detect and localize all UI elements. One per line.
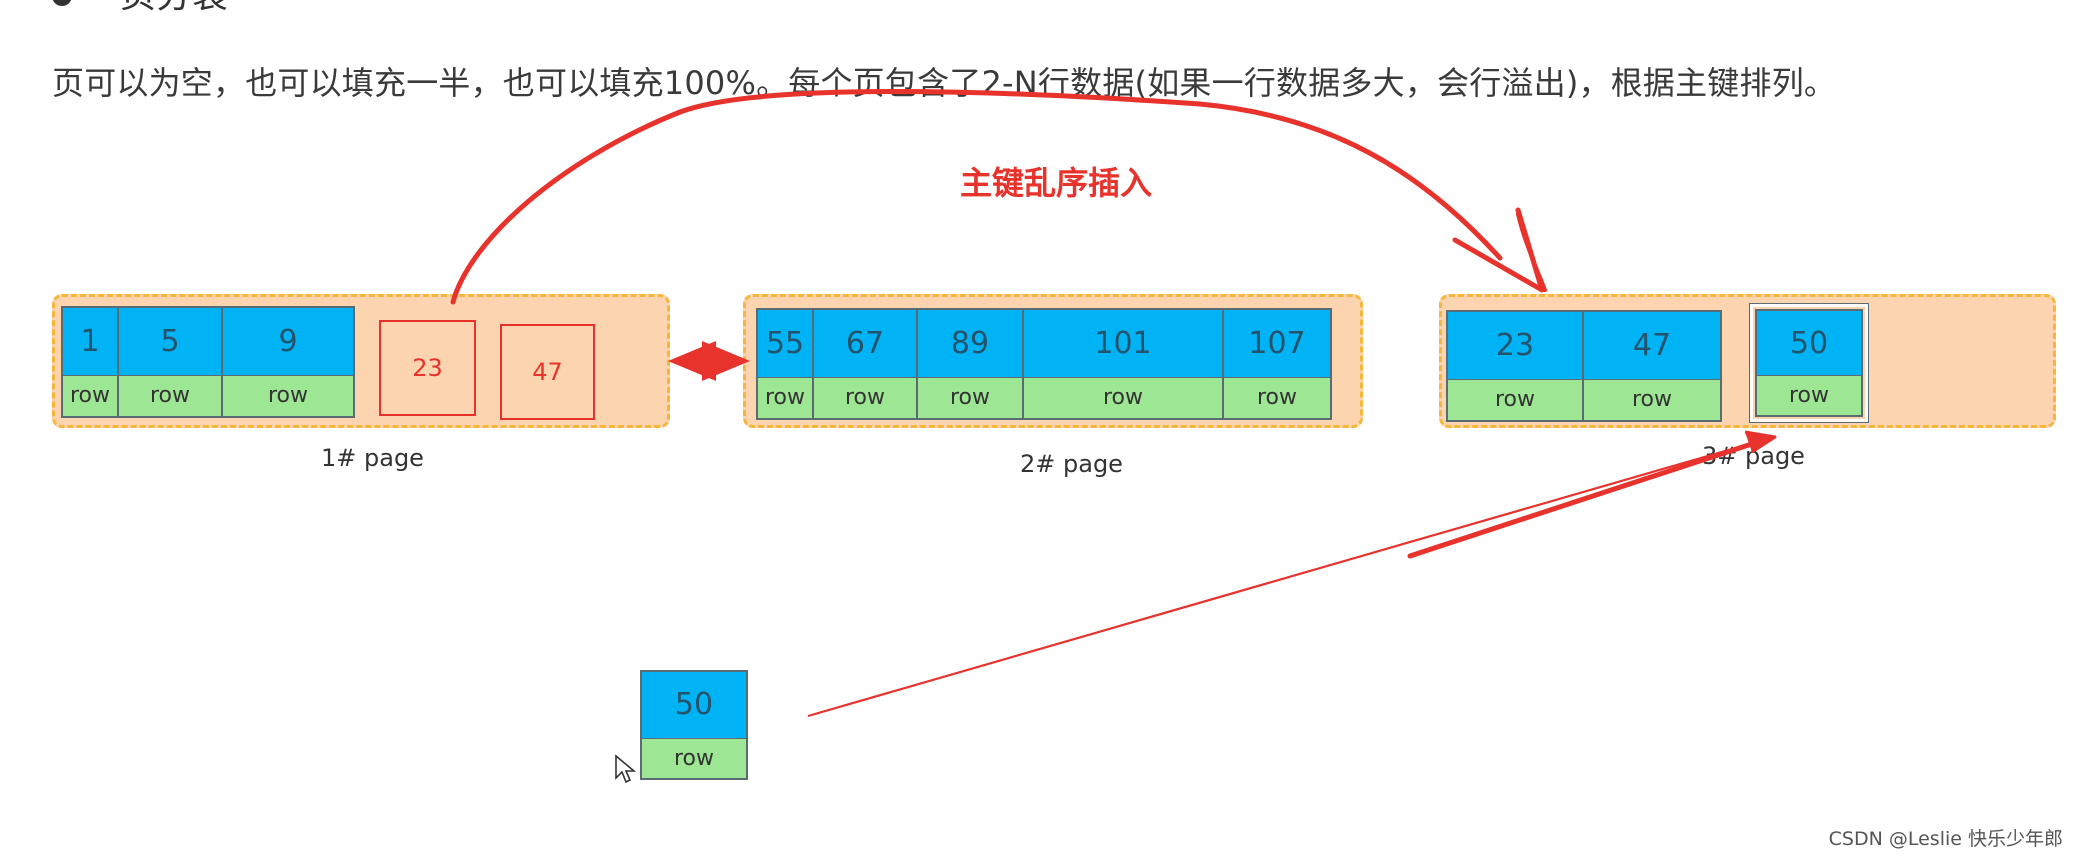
record-row: row bbox=[1224, 376, 1330, 418]
removed-record-47: 47 bbox=[500, 324, 595, 420]
new-record-highlight bbox=[1750, 304, 1868, 422]
record-key: 23 bbox=[1448, 312, 1582, 379]
record-row: row bbox=[758, 376, 812, 418]
record-key: 5 bbox=[119, 308, 221, 375]
record-row: row bbox=[63, 374, 117, 416]
move-arrow bbox=[450, 89, 1503, 305]
section-heading: 页分裂 bbox=[120, 0, 228, 18]
record-row: row bbox=[1448, 378, 1582, 420]
record-key: 55 bbox=[758, 310, 812, 377]
move-arrow-head-b bbox=[1516, 212, 1547, 292]
record-key: 50 bbox=[1757, 311, 1861, 376]
record-row: row bbox=[119, 374, 221, 416]
description-paragraph: 页可以为空，也可以填充一半，也可以填充100%。每个页包含了2-N行数据(如果一… bbox=[52, 64, 1837, 102]
watermark: CSDN @Leslie 快乐少年郎 bbox=[1828, 828, 2063, 850]
record-key: 9 bbox=[223, 308, 353, 375]
record-row: row bbox=[223, 374, 353, 416]
record-key: 1 bbox=[63, 308, 117, 375]
insert-arrow bbox=[807, 436, 1771, 718]
page-1-label: 1# page bbox=[321, 444, 424, 472]
record-row: row bbox=[1024, 376, 1222, 418]
record-row: row bbox=[1584, 378, 1720, 420]
record-row: row bbox=[918, 376, 1022, 418]
record-row: row bbox=[1757, 375, 1861, 415]
record-row: row bbox=[642, 737, 746, 778]
annotation-label: 主键乱序插入 bbox=[960, 164, 1153, 202]
bullet-icon bbox=[52, 0, 72, 6]
record-row: row bbox=[814, 376, 916, 418]
record-key: 107 bbox=[1224, 310, 1330, 377]
page-2-label: 2# page bbox=[1020, 450, 1123, 478]
record-key: 50 bbox=[642, 672, 746, 738]
record-key: 67 bbox=[814, 310, 916, 377]
mouse-cursor-icon bbox=[615, 754, 637, 784]
record-key: 89 bbox=[918, 310, 1022, 377]
removed-record-23: 23 bbox=[379, 320, 476, 416]
record-key: 47 bbox=[1584, 312, 1720, 379]
record-key: 101 bbox=[1024, 310, 1222, 377]
